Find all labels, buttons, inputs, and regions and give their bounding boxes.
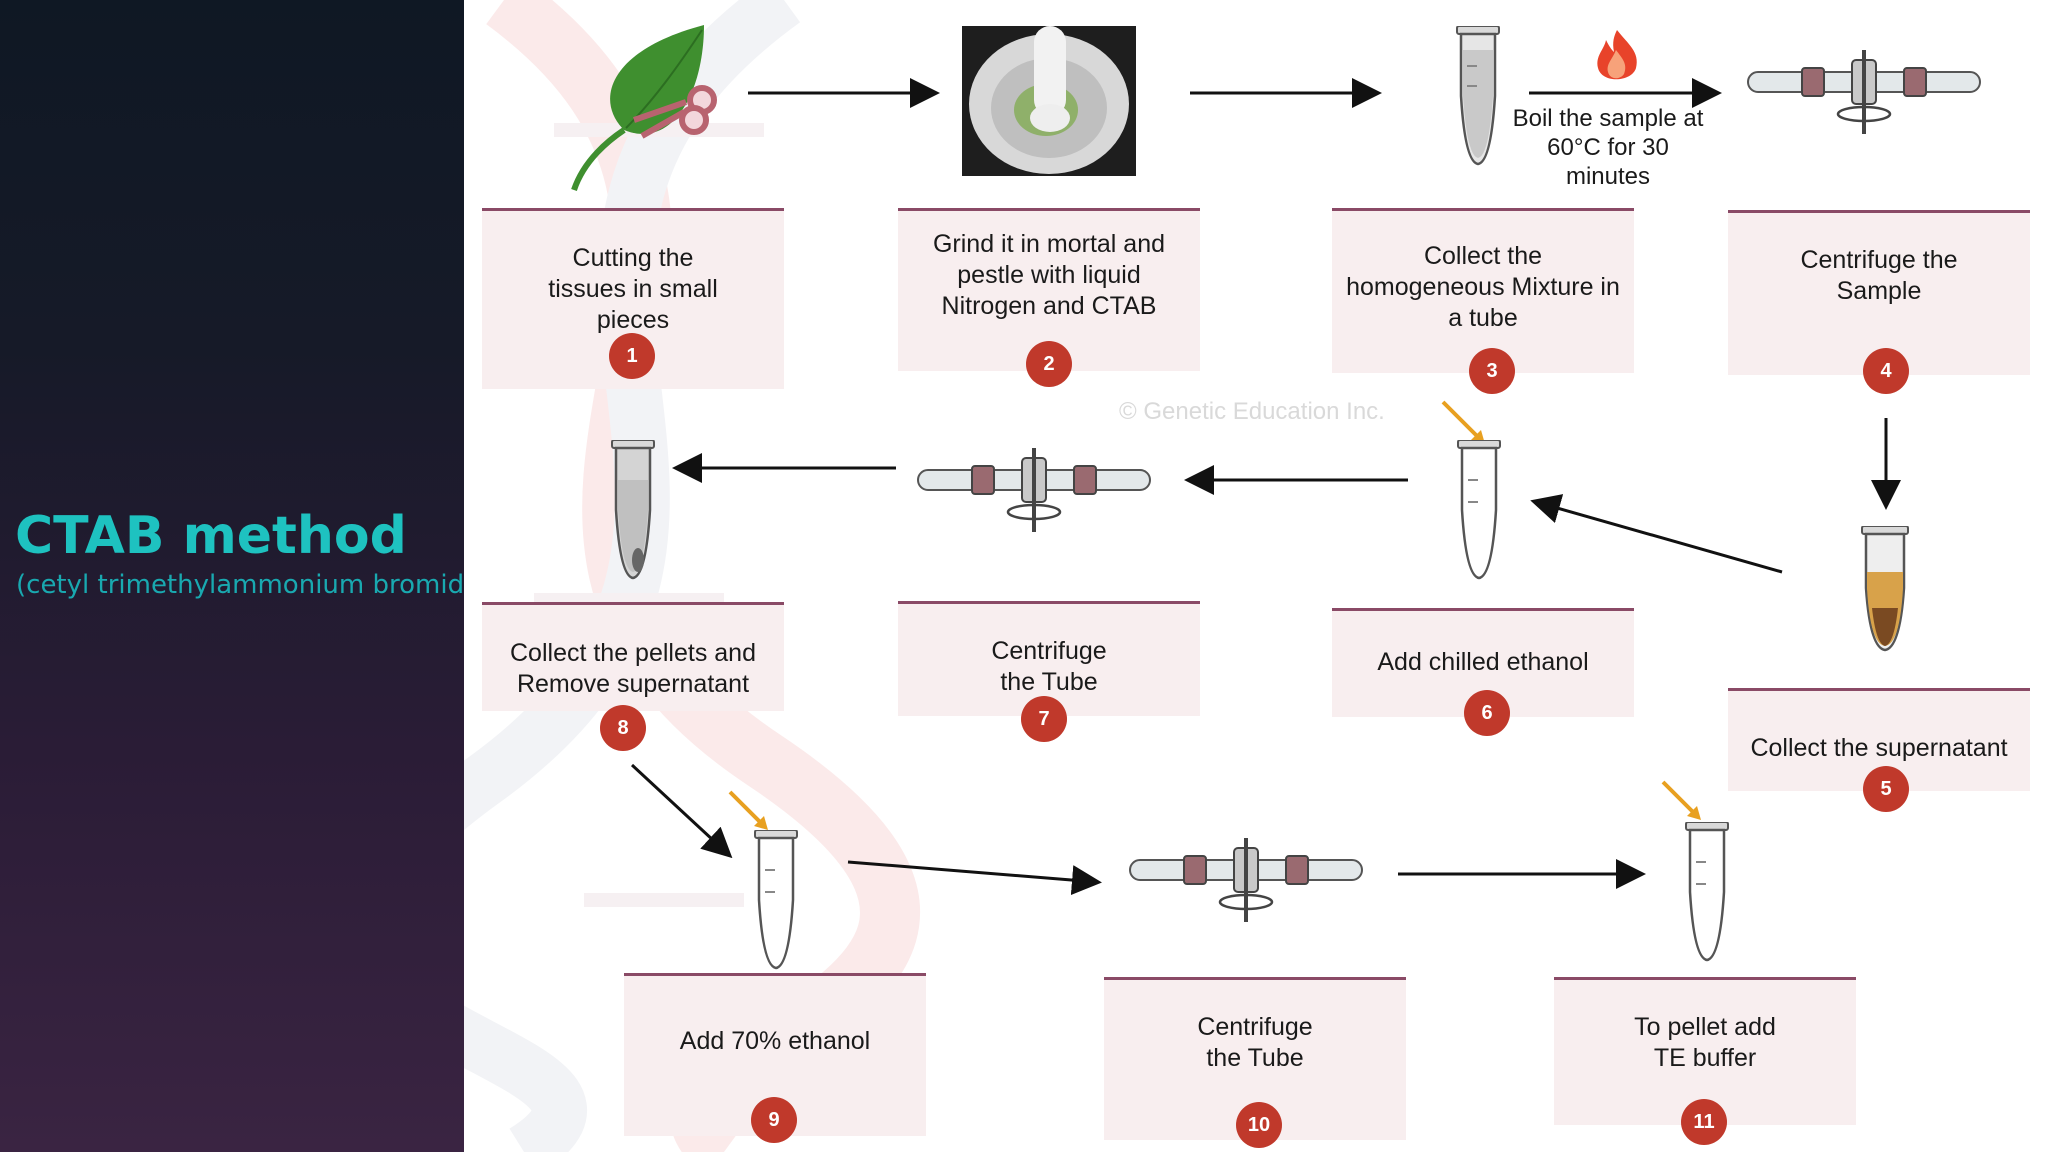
step-box-3: Collect the homogeneous Mixture in a tub… [1332, 208, 1634, 373]
step-label: Collect the supernatant [1750, 734, 2008, 762]
step-badge-10: 10 [1236, 1102, 1282, 1148]
step-box-8: Collect the pellets and Remove supernata… [482, 602, 784, 711]
step-badge-1: 1 [609, 333, 655, 379]
step-label: Collect the pellets and Remove supernata… [510, 639, 756, 698]
pointer-arrow-icon [1661, 780, 1701, 820]
step-badge-5: 5 [1863, 766, 1909, 812]
step-label: Grind it in mortal and pestle with liqui… [932, 230, 1166, 320]
step-label: Cutting the tissues in small pieces [548, 244, 718, 334]
leaf-with-scissors-icon [571, 25, 717, 192]
step-badge-11: 11 [1681, 1099, 1727, 1145]
step-label: Centrifuge the Tube [1197, 1013, 1313, 1072]
step-box-6: Add chilled ethanol [1332, 608, 1634, 717]
title-panel: CTAB method (cetyl trimethylammonium bro… [0, 0, 490, 1152]
step-badge-9: 9 [751, 1097, 797, 1143]
step-label: Centrifuge the Sample [1800, 246, 1958, 305]
step-badge-2: 2 [1026, 341, 1072, 387]
microcentrifuge-tube-icon [754, 830, 798, 970]
ctab-flow-diagram: © Genetic Education Inc. Boil the [464, 0, 2048, 1152]
mortar-pestle-icon [962, 26, 1136, 176]
boil-note: Boil the sample at 60°C for 30 minutes [1512, 105, 1704, 190]
microcentrifuge-tube-icon [1685, 822, 1729, 962]
centrifuge-rotor-icon [1747, 50, 1981, 134]
step-label: Add chilled ethanol [1377, 648, 1589, 676]
step-box-4: Centrifuge the Sample [1728, 210, 2030, 375]
microcentrifuge-tube-icon [1457, 440, 1501, 580]
step-label: To pellet add TE buffer [1634, 1013, 1776, 1072]
slide-title: CTAB method [15, 506, 407, 566]
step-badge-4: 4 [1863, 348, 1909, 394]
step-label: Add 70% ethanol [679, 1027, 871, 1055]
watermark: © Genetic Education Inc. [1119, 398, 1385, 425]
microcentrifuge-tube-icon [1861, 526, 1909, 652]
centrifuge-rotor-icon [1129, 838, 1363, 922]
centrifuge-rotor-icon [917, 448, 1151, 532]
microcentrifuge-tube-icon [1456, 26, 1500, 166]
microcentrifuge-tube-icon [611, 440, 655, 580]
step-label: Collect the homogeneous Mixture in a tub… [1346, 242, 1620, 332]
flame-icon [1597, 30, 1637, 80]
step-badge-3: 3 [1469, 348, 1515, 394]
step-badge-7: 7 [1021, 696, 1067, 742]
step-badge-6: 6 [1464, 690, 1510, 736]
step-badge-8: 8 [600, 705, 646, 751]
step-box-10: Centrifuge the Tube [1104, 977, 1406, 1140]
step-box-2: Grind it in mortal and pestle with liqui… [898, 208, 1200, 371]
pointer-arrow-icon [728, 790, 768, 830]
slide-subtitle: (cetyl trimethylammonium bromide) [16, 570, 491, 600]
step-label: Centrifuge the Tube [991, 637, 1107, 696]
